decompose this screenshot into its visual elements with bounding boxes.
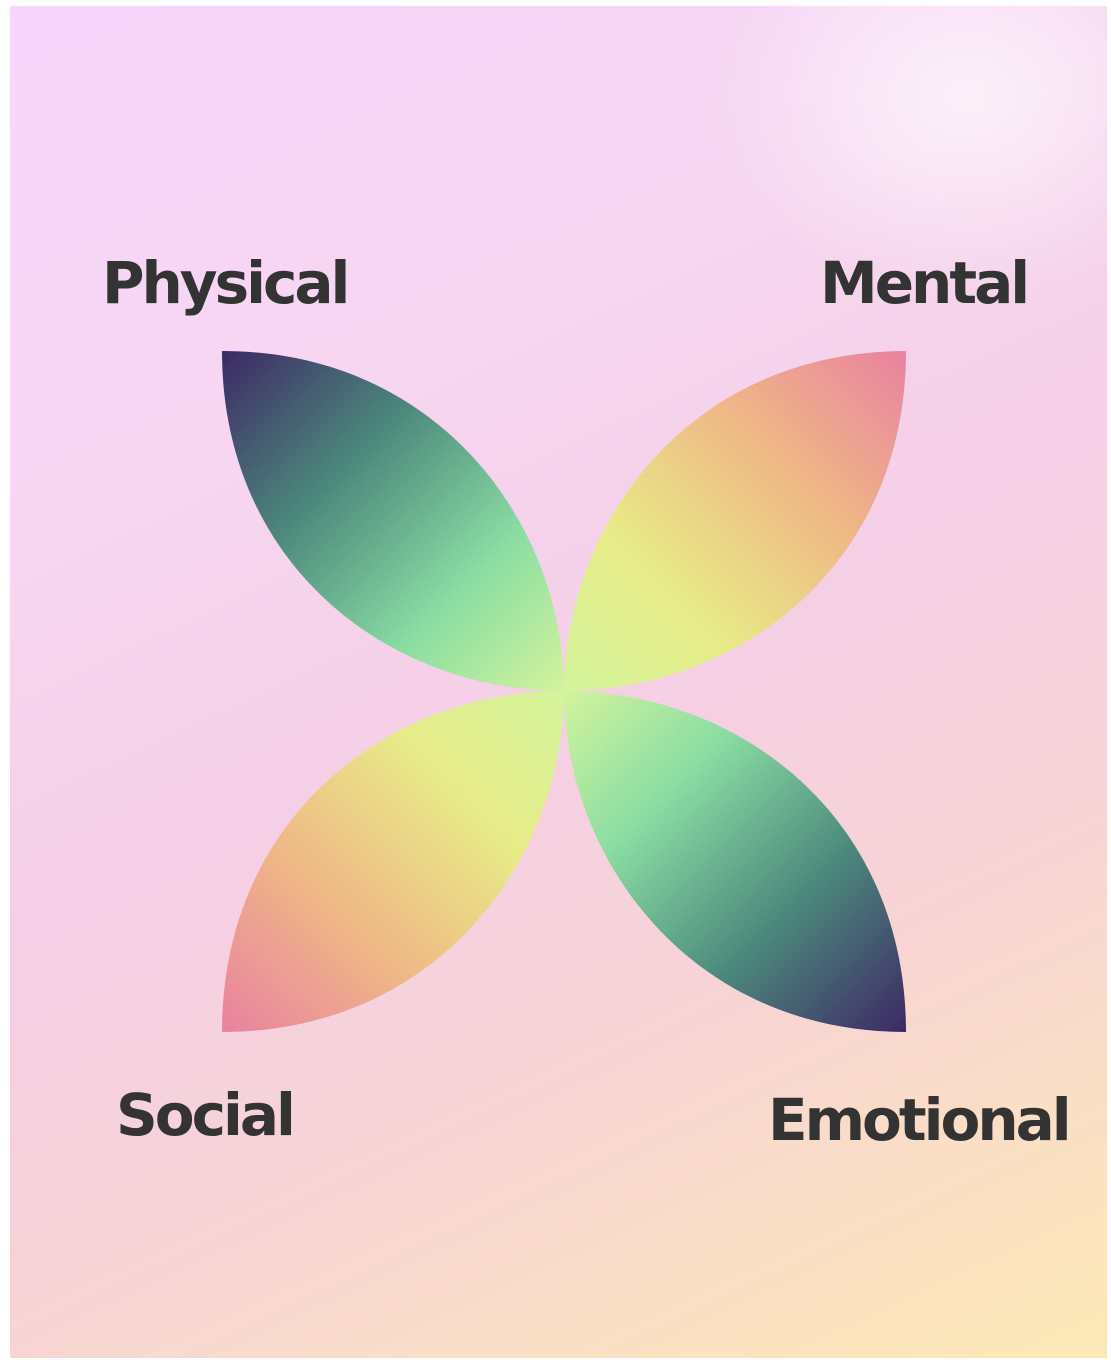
label-social: Social [116, 1081, 296, 1149]
wellness-canvas: Physical Mental Social Emotional [10, 6, 1107, 1358]
label-emotional: Emotional [768, 1086, 1072, 1154]
label-physical: Physical [102, 249, 350, 317]
petal-emotional [564, 691, 906, 1032]
petal-physical [222, 351, 564, 691]
label-mental: Mental [820, 249, 1030, 317]
petal-mental [564, 351, 906, 691]
background-glow [707, 6, 1107, 306]
wellness-flower-diagram [222, 351, 906, 1032]
petal-social [222, 691, 564, 1032]
